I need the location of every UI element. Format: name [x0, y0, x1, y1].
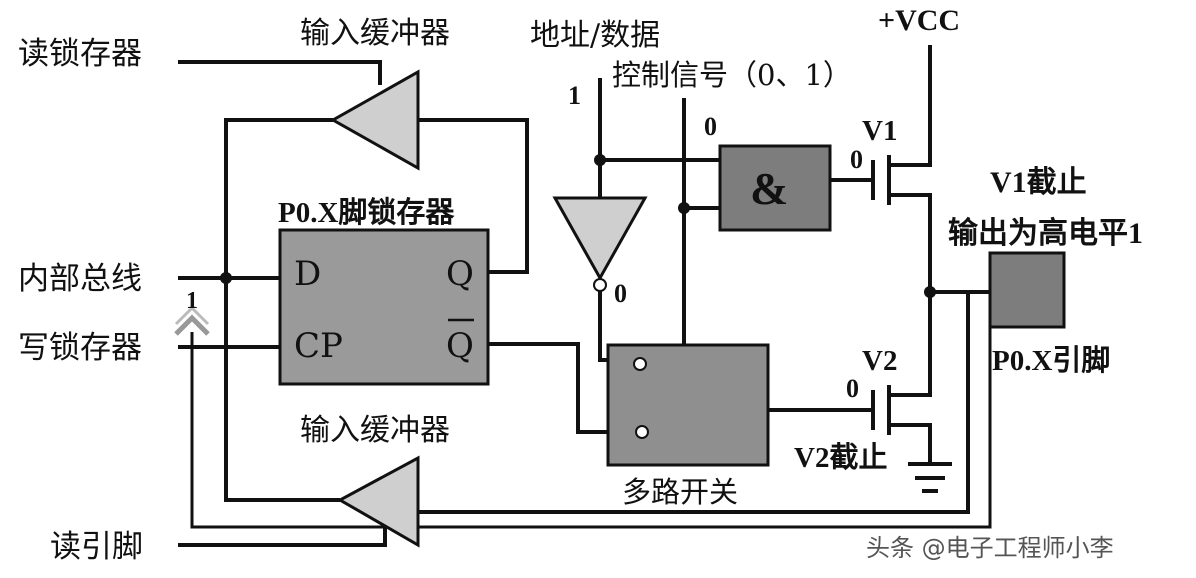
mux-label: 多路开关: [622, 475, 738, 509]
latch-title: P0.X脚锁存器: [278, 196, 455, 229]
read-pin-label: 读引脚: [50, 529, 143, 565]
control-signal-label: 控制信号（0、1）: [612, 58, 852, 92]
vcc-label: +VCC: [878, 4, 960, 37]
v2-gate-value: 0: [846, 374, 859, 403]
pin-box: [988, 251, 1066, 329]
latch-q-pin: Q: [446, 254, 474, 294]
v2-label: V2: [862, 345, 897, 377]
ground-icon: [908, 462, 952, 493]
addr-value: 1: [568, 81, 581, 110]
left-bus-wire: [224, 118, 340, 502]
output-node-wire: [895, 193, 932, 397]
latch-d-pin: D: [294, 254, 321, 294]
mux-contact-top: [633, 357, 647, 371]
vcc-wire: [895, 45, 932, 167]
inverter-value: 0: [614, 279, 627, 308]
latch-cp-pin: CP: [294, 326, 343, 366]
v2-cutoff-label: V2截止: [794, 441, 887, 474]
watermark: 头条 @电子工程师小李: [866, 534, 1114, 562]
pin-label: P0.X引脚: [992, 344, 1110, 377]
input-buffer-top-label: 输入缓冲器: [300, 16, 450, 51]
arrow-up-icon: [174, 314, 210, 336]
and-gate: [718, 144, 832, 232]
v1-label: V1: [862, 115, 897, 147]
arrow-up-icon: [174, 305, 210, 326]
address-data-label: 地址/数据: [530, 18, 660, 53]
write-latch-label: 写锁存器: [18, 330, 142, 366]
junction-dot: [594, 154, 606, 166]
read-latch-label: 读锁存器: [18, 36, 142, 72]
junction-dot: [220, 272, 232, 284]
read-latch-wire: [178, 60, 382, 85]
latch-qbar-pin: Q: [446, 326, 474, 366]
mux-contact-bottom: [635, 425, 649, 439]
pin-read-wire: [418, 292, 970, 514]
input-buffer-top-symbol: [329, 69, 420, 171]
output-high-label: 输出为高电平1: [948, 217, 1143, 250]
inverter-bubble: [593, 278, 607, 292]
input-buffer-bottom-label: 输入缓冲器: [300, 413, 450, 448]
latch-box: [278, 228, 490, 386]
junction-dot: [678, 202, 690, 214]
junction-dot: [924, 286, 936, 298]
v1-cutoff-label: V1截止: [990, 166, 1087, 199]
mux-box: [606, 343, 770, 467]
and-symbol: &: [750, 163, 788, 214]
q-feedback-wire: [418, 118, 529, 274]
v1-gate-value: 0: [850, 145, 863, 174]
read-pin-wire: [178, 522, 387, 547]
write-value: 1: [186, 288, 198, 314]
pin-return-wire: [190, 290, 992, 529]
ctrl-value: 0: [704, 112, 717, 141]
internal-bus-label: 内部总线: [18, 261, 142, 297]
input-buffer-bottom-symbol: [336, 455, 420, 548]
v2-ground-wire: [895, 423, 932, 462]
inverter-symbol: [552, 196, 648, 282]
